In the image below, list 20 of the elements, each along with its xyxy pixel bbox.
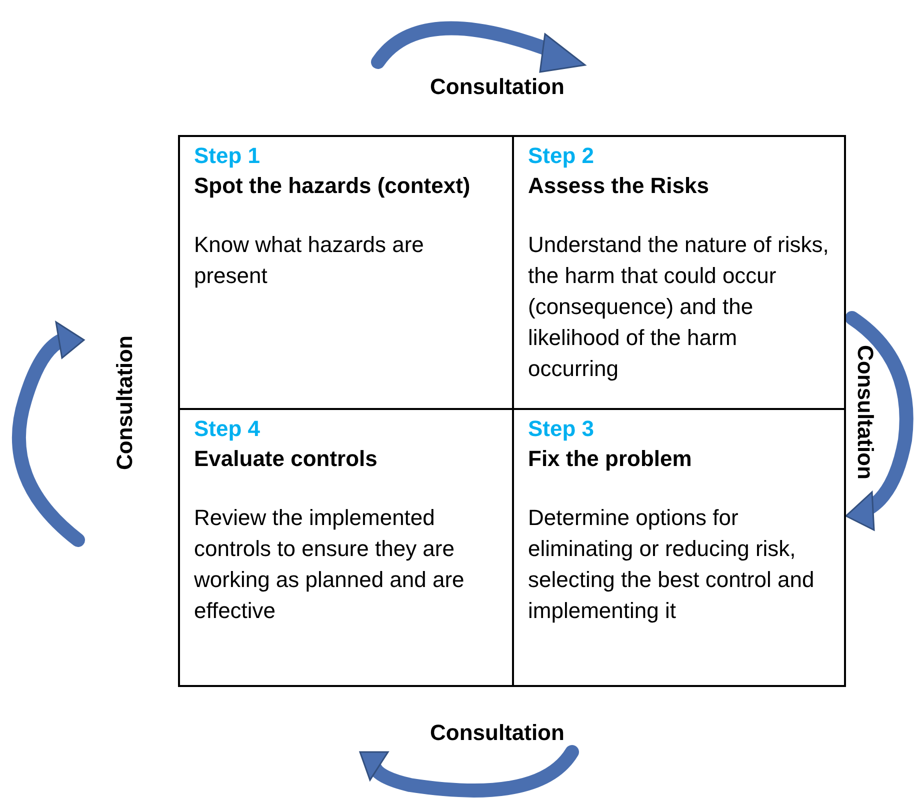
step-description: Know what hazards are present [194,231,425,290]
step-description: Determine options for eliminating or reducing risk, selecting the best control and implementing it [528,504,816,625]
step-heading: Spot the hazards (context) [194,172,472,200]
step-heading: Fix the problem [528,445,693,473]
step-description: Understand the nature of risks, the harm that could occur (consequence) and the likelihood of the harm occurring [528,231,830,383]
step-label: Step 2 [528,142,596,170]
table-cell [178,135,514,410]
consultation-label: Consultation [430,74,564,100]
consultation-label: Consultation [112,336,138,470]
consultation-label: Consultation [430,720,564,746]
table-cell [178,408,514,687]
step-heading: Assess the Risks [528,172,710,200]
step-label: Step 4 [194,415,262,443]
consultation-label: Consultation [852,345,878,480]
table-cell [512,135,846,410]
table-cell [512,408,846,687]
step-heading: Evaluate controls [194,445,378,473]
step-description: Review the implemented controls to ensure they are working as planned and are effective [194,504,466,625]
step-label: Step 3 [528,415,596,443]
step-label: Step 1 [194,142,262,170]
